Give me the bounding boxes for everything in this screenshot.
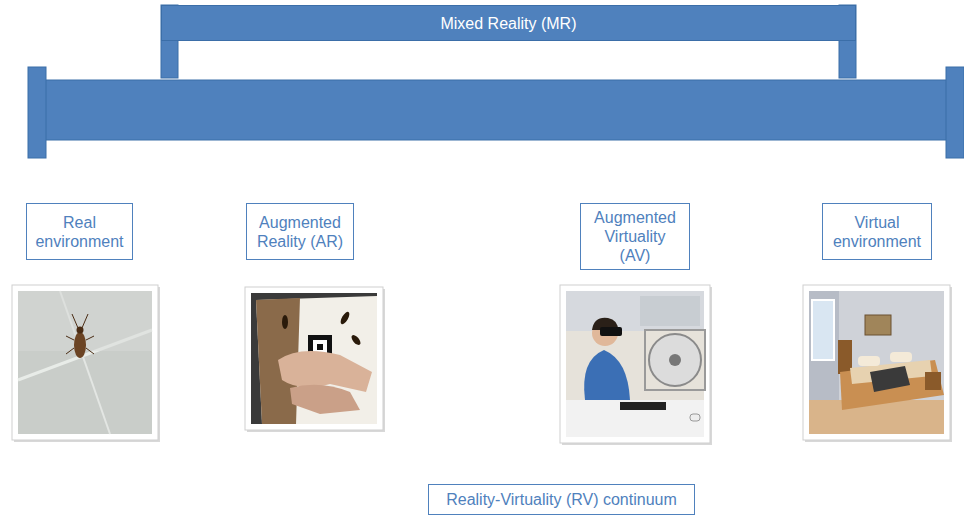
photo-av [560,285,712,445]
node-label: Augmented Virtuality (AV) [587,208,683,265]
stage-box: Virtual environment [822,203,932,260]
node-label: Virtual environment [829,213,925,251]
photo-ar [245,287,385,432]
stage-box: Augmented Reality (AR) [246,203,354,260]
node-label: Real environment [33,213,126,251]
node-label: Augmented Reality (AR) [253,213,347,251]
node-label: Mixed Reality (MR) [440,14,576,33]
mixed-reality-band: Mixed Reality (MR) [161,5,856,41]
node-label: Reality-Virtuality (RV) continuum [446,490,677,509]
stage-box: Real environment [26,203,133,260]
photo-real [12,285,160,442]
bar-cap [28,67,46,158]
photo-virtual [803,285,952,442]
continuum-box: Reality-Virtuality (RV) continuum [428,484,695,515]
stage-box: Augmented Virtuality (AV) [580,203,690,270]
continuum-bar [38,80,954,140]
bar-cap [946,67,964,158]
